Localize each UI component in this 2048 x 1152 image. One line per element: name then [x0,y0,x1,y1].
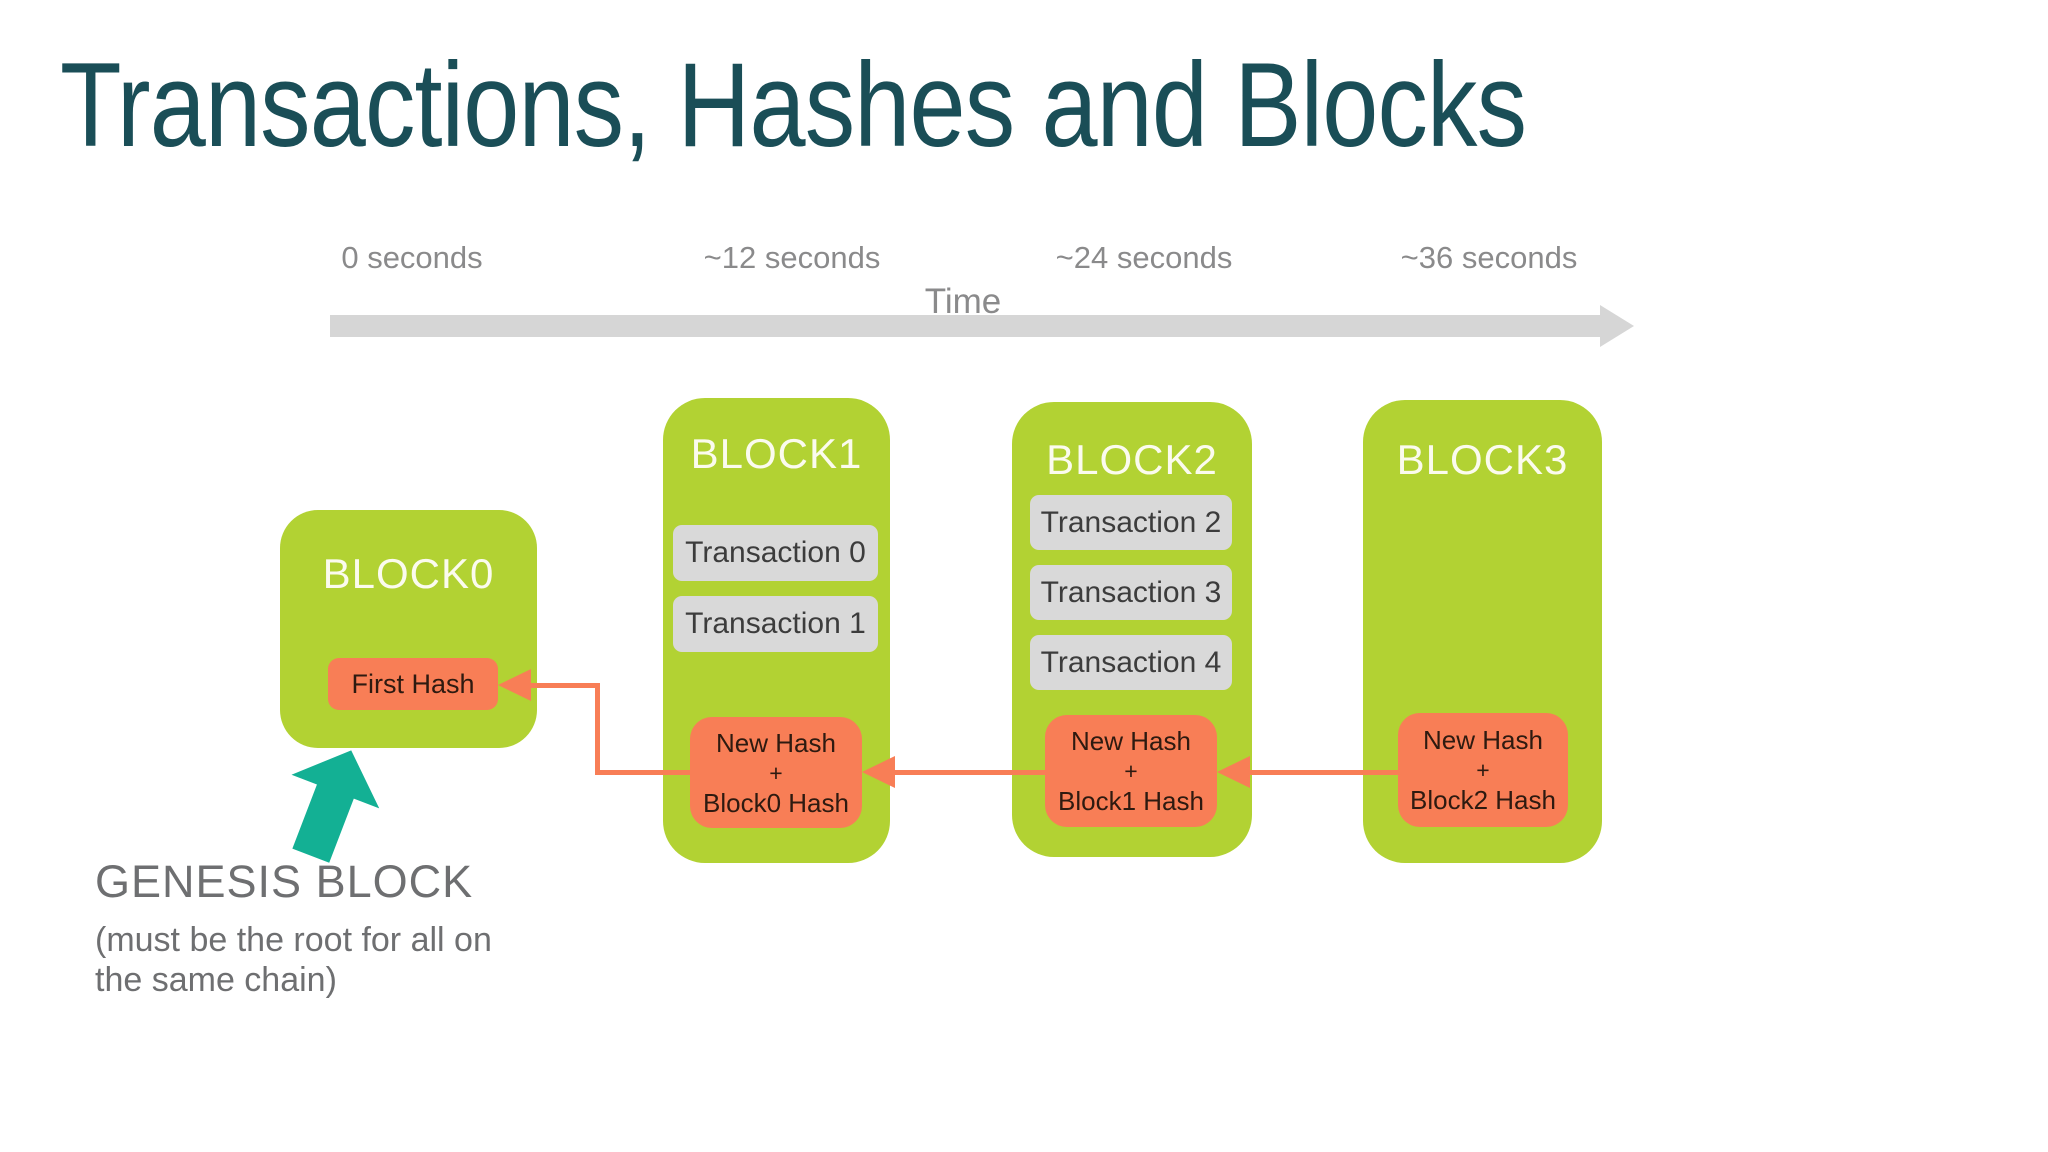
timeline-label-12s: ~12 seconds [703,240,881,275]
block1-title: BLOCK1 [690,430,863,477]
genesis-caption-line2: the same chain) [95,961,337,999]
hash-line: Block2 Hash [1410,785,1556,815]
hash-link-line-b2-b1 [893,770,1045,775]
transaction-item: Transaction 1 [673,596,878,652]
hash-line: New Hash [716,727,836,758]
transaction-item: Transaction 4 [1030,635,1232,690]
hash-link-line-b3-b2 [1248,770,1398,775]
block3-title: BLOCK3 [1396,436,1569,483]
hash-line: + [1124,758,1138,784]
genesis-up-arrow-icon [291,750,380,863]
transaction-item: Transaction 2 [1030,495,1232,550]
hash-line: New Hash [1071,726,1191,756]
block0-title: BLOCK0 [322,550,495,597]
page-title: Transactions, Hashes and Blocks [60,38,1527,172]
block0-hash-box: First Hash [328,658,498,710]
hash-line: + [769,759,783,786]
hash-link-line-b1-b0-bottom [595,770,690,775]
transaction-item: Transaction 3 [1030,565,1232,620]
block1-container: BLOCK1 Transaction 0 Transaction 1 New H… [663,398,890,863]
hash-line: New Hash [1423,725,1543,755]
left-arrowhead-icon [1217,756,1250,788]
block2-container: BLOCK2 Transaction 2 Transaction 3 Trans… [1012,402,1252,857]
block3-container: BLOCK3 New Hash + Block2 Hash [1363,400,1602,863]
left-arrowhead-icon [498,669,531,701]
timeline-label-36s: ~36 seconds [1400,240,1578,275]
hash-line: + [1476,757,1490,783]
hash-line: Block0 Hash [703,787,849,818]
timeline-label-0s: 0 seconds [341,240,483,275]
block1-hash-box: New Hash + Block0 Hash [690,717,862,828]
block2-hash-box: New Hash + Block1 Hash [1045,715,1217,827]
hash-line: First Hash [351,669,475,699]
block0-container: BLOCK0 First Hash [280,510,537,748]
genesis-block-label: GENESIS BLOCK [95,856,474,907]
hash-line: Block1 Hash [1058,786,1204,816]
time-axis-label: Time [924,282,1002,321]
genesis-caption-line1: (must be the root for all on [95,921,492,959]
timeline-label-24s: ~24 seconds [1055,240,1233,275]
block2-title: BLOCK2 [1046,436,1218,483]
block3-hash-box: New Hash + Block2 Hash [1398,713,1568,827]
left-arrowhead-icon [862,756,895,788]
time-axis-arrow-shaft [330,315,1600,337]
hash-link-line-b1-b0-vertical [595,683,600,775]
genesis-block-caption: (must be the root for all on the same ch… [95,920,492,1000]
time-axis-arrow-head-icon [1600,305,1634,347]
transaction-item: Transaction 0 [673,525,878,581]
hash-link-line-b1-b0-top [529,683,599,688]
